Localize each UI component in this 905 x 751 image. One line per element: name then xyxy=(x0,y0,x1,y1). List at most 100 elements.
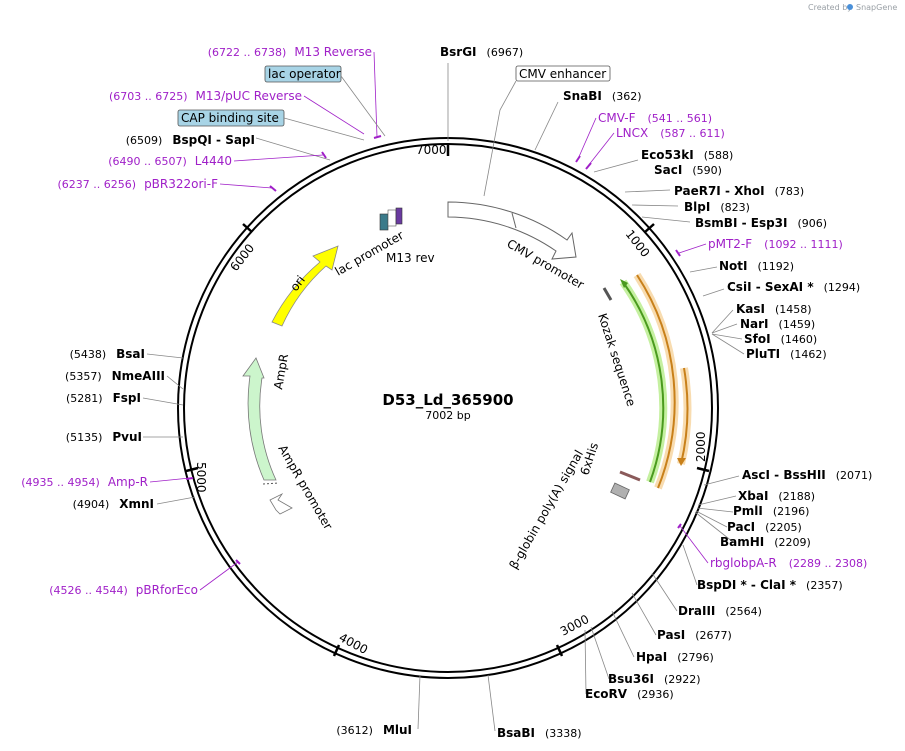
site-name: BspQI - SapI xyxy=(172,133,255,147)
svg-text:(4935 .. 4954)Amp-R: (4935 .. 4954)Amp-R xyxy=(21,475,148,489)
orange-orf-2-head xyxy=(677,458,686,466)
site-name: PacI xyxy=(727,520,755,534)
site-position: (823) xyxy=(720,201,750,214)
site-position: (906) xyxy=(797,217,827,230)
site-bsmbi: BsmBI - Esp3I (906) xyxy=(695,216,827,230)
svg-text:(6509)BspQI - SapI: (6509)BspQI - SapI xyxy=(126,133,255,147)
site-name: PasI xyxy=(657,628,685,642)
cap-site-box: CAP binding site xyxy=(177,109,365,141)
svg-text:CMV-F(541 .. 561): CMV-F(541 .. 561) xyxy=(598,111,712,125)
tick-marks xyxy=(185,144,710,657)
site-name: PmlI xyxy=(733,504,763,518)
plasmid-name: D53_Ld_365900 xyxy=(382,391,513,409)
site-nari: NarI(1459) xyxy=(740,317,815,331)
site-pasi: PasI(2677) xyxy=(657,628,732,642)
primer-m13rev: (6722 .. 6738)M13 Reverse xyxy=(208,45,378,138)
site-name: HpaI xyxy=(636,650,667,664)
site-position: (2196) xyxy=(773,505,810,518)
svg-text:Eco53kI(588): Eco53kI (588) xyxy=(641,148,733,162)
primer-l4440: (6490 .. 6507)L4440 xyxy=(108,154,324,168)
primer-m13puc: (6703 .. 6725)M13/pUC Reverse xyxy=(109,89,365,135)
tick-label-3000: 3000 xyxy=(558,612,592,639)
site-pmli: PmlI (2196) xyxy=(733,504,809,518)
site-position: (4904) xyxy=(73,498,110,511)
tick-label-2000: 2000 xyxy=(694,431,708,462)
site-xmni: (4904) XmnI xyxy=(73,497,154,511)
site-saci: SacI(590) xyxy=(654,163,722,177)
site-position: (2936) xyxy=(637,688,674,701)
credit-brand: SnapGene xyxy=(856,3,897,12)
site-name: Eco53kI xyxy=(641,148,694,162)
site-position: (1294) xyxy=(824,281,861,294)
primer-markers xyxy=(185,135,682,565)
site-pluti: PluTI(1462) xyxy=(746,347,827,361)
tick-label-5000: 5000 xyxy=(194,462,208,493)
site-name: FspI xyxy=(113,391,141,405)
svg-text:BsmBI - Esp3I(906): BsmBI - Esp3I (906) xyxy=(695,216,827,230)
site-name: XmnI xyxy=(119,497,154,511)
svg-text:PaeR7I - XhoI(783): PaeR7I - XhoI(783) xyxy=(674,184,804,198)
primer-name: M13 Reverse xyxy=(294,45,372,59)
site-asci: AscI - BssHII(2071) xyxy=(742,468,872,482)
svg-text:PacI(2205): PacI (2205) xyxy=(727,520,802,534)
site-pvui: (5135) PvuI xyxy=(66,430,142,444)
svg-text:BlpI(823): BlpI(823) xyxy=(684,200,750,214)
svg-text:XbaI(2188): XbaI(2188) xyxy=(738,489,815,503)
site-xbai: XbaI(2188) xyxy=(738,489,815,503)
svg-text:SfoI(1460): SfoI(1460) xyxy=(744,332,817,346)
svg-text:BsaBI(3338): BsaBI(3338) xyxy=(497,726,582,740)
site-position: (362) xyxy=(612,90,642,103)
site-bsu36i: Bsu36I(2922) xyxy=(608,672,701,686)
site-position: (2209) xyxy=(774,536,811,549)
snapgene-logo-icon xyxy=(847,4,853,10)
kozak-label: Kozak sequence xyxy=(595,312,638,408)
svg-text:(3612)MluI: (3612)MluI xyxy=(336,723,412,737)
site-name: SnaBI xyxy=(563,89,602,103)
site-position: (588) xyxy=(704,149,734,162)
svg-text:CsiI - SexAI *(1294): CsiI - SexAI * (1294) xyxy=(727,280,860,294)
site-name: BamHI xyxy=(720,535,764,549)
site-position: (5135) xyxy=(66,431,103,444)
restriction-sites: BsrGI(6967)SnaBI(362)Eco53kI(588)SacI(59… xyxy=(65,45,872,740)
lac-operator-label: lac operator xyxy=(268,67,341,81)
polya-label: β-globin poly(A) signal xyxy=(506,448,586,572)
site-name: BsmBI - Esp3I xyxy=(695,216,787,230)
primer-name: LNCX xyxy=(616,126,648,140)
site-name: SacI xyxy=(654,163,682,177)
primer-range: (6237 .. 6256) xyxy=(58,178,137,191)
site-csii: CsiI - SexAI * (1294) xyxy=(727,280,860,294)
site-name: CsiI - SexAI * xyxy=(727,280,814,294)
primer-name: pBRforEco xyxy=(136,583,198,597)
primer-range: (2289 .. 2308) xyxy=(789,557,868,570)
site-name: EcoRV xyxy=(585,687,628,701)
site-position: (2205) xyxy=(765,521,802,534)
primer-name: L4440 xyxy=(195,154,232,168)
site-draiii: DraIII(2564) xyxy=(678,604,762,618)
site-position: (6967) xyxy=(487,46,524,59)
svg-text:Bsu36I(2922): Bsu36I(2922) xyxy=(608,672,701,686)
site-sfoi: SfoI(1460) xyxy=(744,332,817,346)
primer-range: (541 .. 561) xyxy=(647,112,712,125)
svg-text:BamHI(2209): BamHI (2209) xyxy=(720,535,811,549)
site-bspqi: (6509)BspQI - SapI xyxy=(126,133,255,147)
site-position: (1462) xyxy=(790,348,827,361)
site-name: PaeR7I - XhoI xyxy=(674,184,765,198)
credit-text: Created by xyxy=(808,3,852,12)
site-ecorv: EcoRV (2936) xyxy=(585,687,674,701)
site-kasi: KasI(1458) xyxy=(736,302,812,316)
primer-lncx: LNCX(587 .. 611) xyxy=(587,126,725,167)
site-name: PvuI xyxy=(112,430,142,444)
site-mlui: (3612)MluI xyxy=(336,723,412,737)
tick-label-7000: 7000 xyxy=(416,143,447,157)
site-position: (2564) xyxy=(725,605,762,618)
tick-label-4000: 4000 xyxy=(337,630,371,657)
ampr-label: AmpR xyxy=(271,353,291,391)
site-name: BspDI * - ClaI * xyxy=(697,578,797,592)
primer-name: pBR322ori-F xyxy=(144,177,218,191)
svg-text:PasI(2677): PasI(2677) xyxy=(657,628,732,642)
primer-ampr: (4935 .. 4954)Amp-R xyxy=(21,475,191,489)
site-bamhi: BamHI (2209) xyxy=(720,535,811,549)
primer-range: (4526 .. 4544) xyxy=(49,584,128,597)
site-position: (1192) xyxy=(758,260,795,273)
orange-orf-2 xyxy=(680,367,689,465)
